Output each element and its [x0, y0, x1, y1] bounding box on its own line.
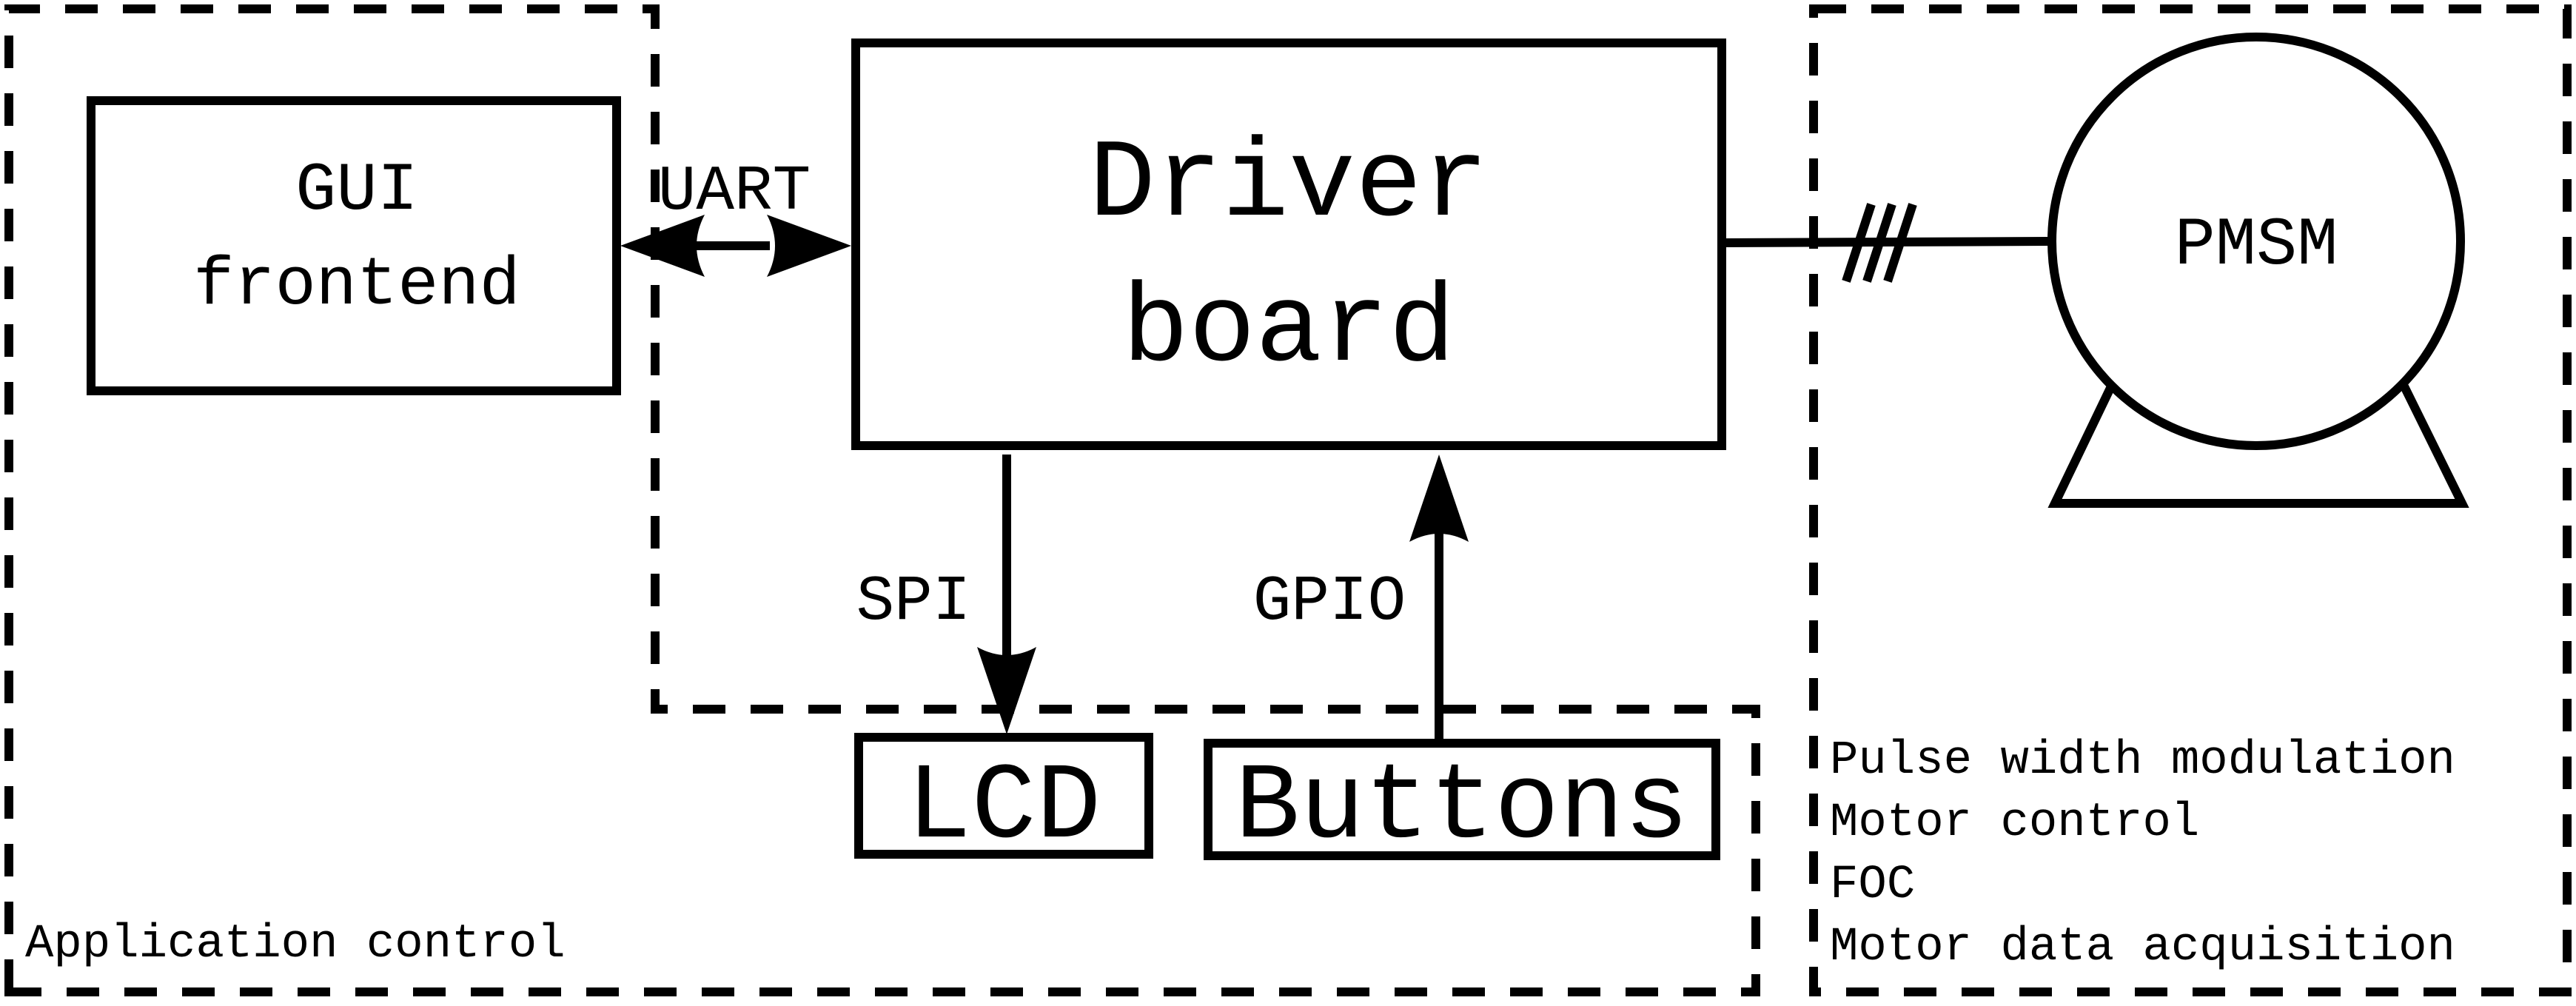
driver-board-label-line2: board — [1122, 268, 1455, 394]
phase-slash-2 — [1862, 203, 1896, 283]
spi-arrowhead — [977, 647, 1036, 734]
gpio-connector: GPIO — [1253, 455, 1469, 743]
pmsm-motor-base — [2047, 384, 2469, 508]
motor-feature-item-1: Pulse width modulation — [1830, 734, 2455, 788]
gui-frontend-block: GUI frontend — [87, 96, 621, 395]
uart-arrowhead-right — [767, 215, 851, 277]
gui-frontend-label-line1: GUI — [295, 152, 418, 229]
lcd-block: LCD — [854, 733, 1153, 869]
phase-slash-3 — [1883, 203, 1917, 283]
gpio-arrowhead — [1409, 455, 1469, 542]
driver-board-block: Driver board — [851, 38, 1726, 450]
phase-slash-1 — [1842, 203, 1876, 283]
pmsm-label: PMSM — [2175, 207, 2338, 284]
motor-feature-item-4: Motor data acquisition — [1830, 921, 2455, 974]
gui-frontend-label-line2: frontend — [193, 247, 520, 324]
application-control-region — [4, 4, 1760, 996]
buttons-label: Buttons — [1235, 746, 1688, 869]
buttons-block: Buttons — [1204, 739, 1720, 869]
pmsm-motor-body — [2047, 33, 2465, 450]
motor-control-region — [1809, 4, 2572, 996]
motor-feature-item-2: Motor control — [1830, 797, 2199, 850]
three-phase-connector — [1721, 203, 2050, 283]
lcd-label: LCD — [907, 746, 1101, 869]
motor-control-feature-list: Pulse width modulation Motor control FOC… — [1830, 734, 2455, 974]
uart-label: UART — [658, 155, 811, 228]
driver-board-label-line1: Driver — [1089, 123, 1489, 249]
gpio-label: GPIO — [1253, 566, 1406, 638]
spi-label: SPI — [856, 566, 971, 638]
uart-arrowhead-left — [620, 215, 705, 277]
pmsm-motor: PMSM — [2047, 33, 2469, 508]
spi-connector: SPI — [856, 455, 1036, 734]
application-control-label: Application control — [25, 918, 566, 971]
uart-connector: UART — [620, 155, 851, 277]
motor-feature-item-3: FOC — [1830, 859, 1915, 912]
